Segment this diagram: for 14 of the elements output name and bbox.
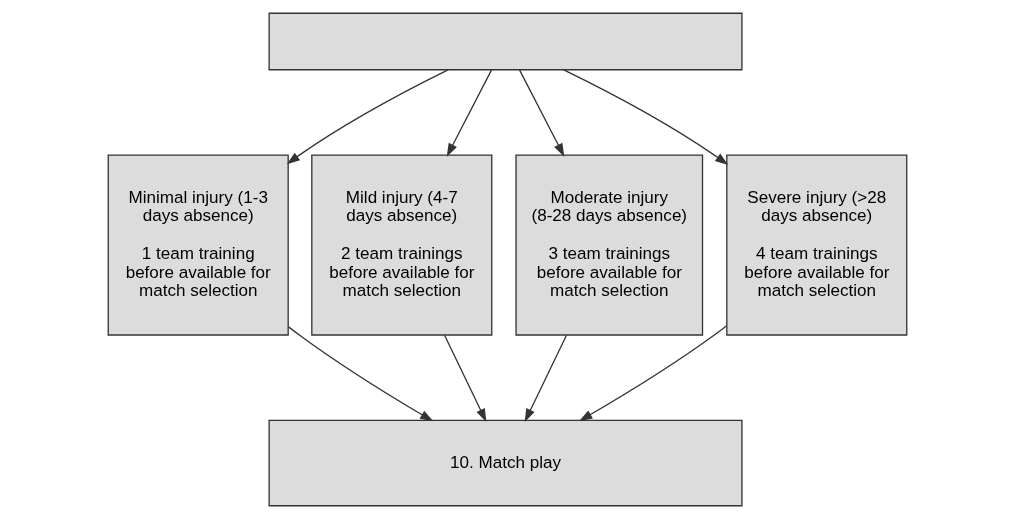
- arrow: [446, 69, 492, 157]
- arrow: [524, 334, 567, 422]
- node-box: 10. Match play: [267, 419, 743, 507]
- arrow: [518, 69, 564, 157]
- node-box: Severe injury (>28 days absence) 4 team trainings before available for match selection: [725, 154, 907, 336]
- node-box: Moderate injury (8-28 days absence) 3 team trainings before available for match selection: [514, 154, 703, 336]
- arrow: [578, 325, 727, 422]
- node-box: Minimal injury (1-3 days absence) 1 team training before available for match selection: [107, 154, 289, 336]
- arrow: [443, 334, 486, 422]
- arrow: [286, 69, 449, 165]
- arrow: [287, 326, 433, 422]
- arrow: [562, 69, 728, 166]
- node-box: Mild injury (4-7 days absence) 2 team trainings before available for match selection: [310, 154, 492, 336]
- node-box: [267, 12, 743, 71]
